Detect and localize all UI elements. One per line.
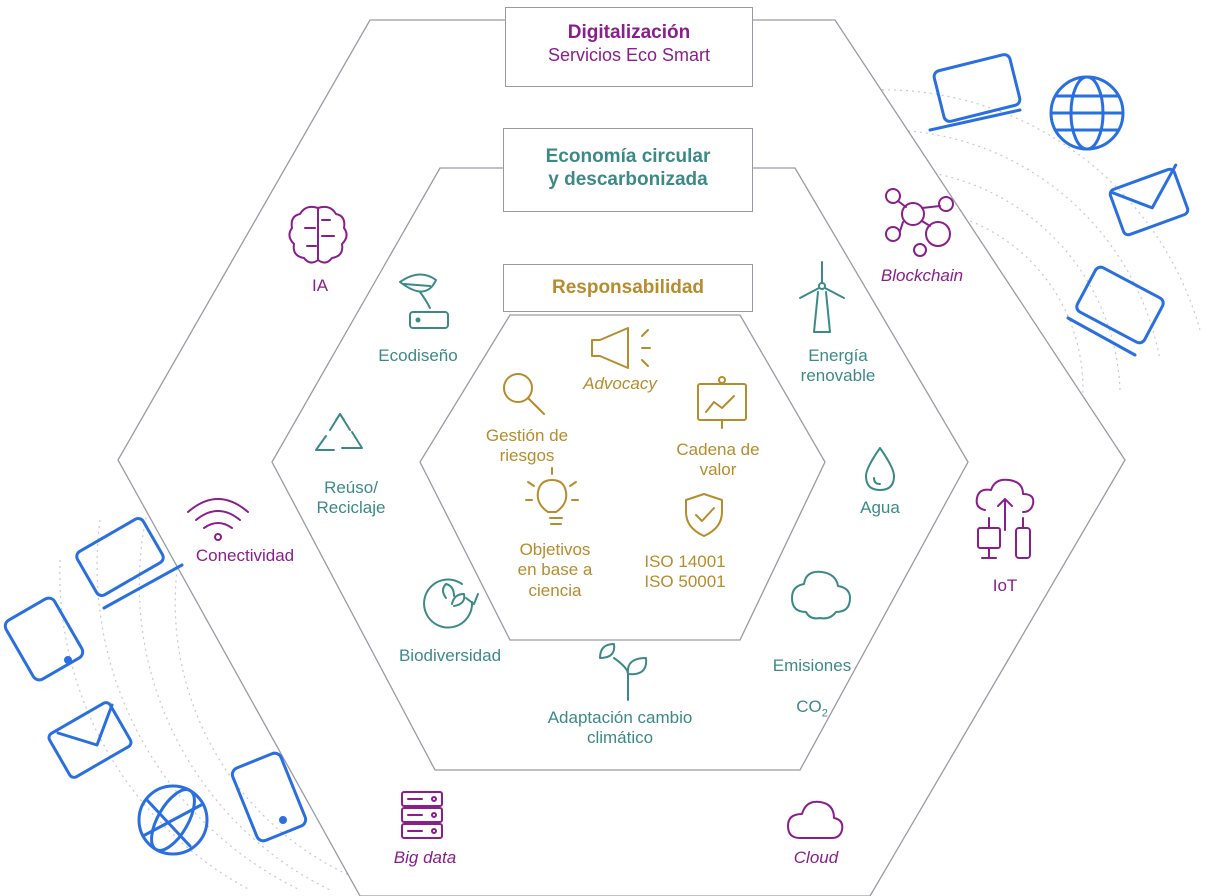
label-cadena: Cadena de valor [676,440,760,480]
inner-hexagon [419,314,826,641]
label-cloud: Cloud [793,848,839,867]
label-emisiones-subscript: 2 [821,707,828,720]
sprout-icon [599,643,648,701]
recycle-icon [315,413,363,451]
label-iot: IoT [992,576,1018,595]
outer-title: Digitalización [567,22,691,43]
middle-hexagon [271,167,969,771]
wifi-icon [187,498,249,541]
presentation-board-icon [697,376,747,429]
label-ecodiseno: Ecodiseño [378,346,458,365]
label-objetivos: Objetivos en base a ciencia [517,540,593,600]
label-emisiones: Emisiones CO2 [752,636,872,721]
label-emisiones-text: Emisiones [772,656,852,676]
label-reuso: Reúso/ Reciclaje [316,478,386,518]
globe-icon [137,784,209,856]
outer-subtitle: Servicios Eco Smart [547,44,711,65]
dotted-arcs-top-right [869,89,1201,421]
laptop-icon [1066,265,1165,357]
wind-turbine-icon [799,261,845,333]
inner-title-box: Responsabilidad [503,264,753,312]
label-iso: ISO 14001 ISO 50001 [644,552,726,592]
megaphone-icon [591,327,651,369]
tablet-icon [230,751,308,843]
envelope-icon [47,701,133,779]
middle-title-box: Economía circular y descarbonizada [503,128,753,212]
cloud-network-icon [975,478,1035,559]
middle-title: Economía circular y descarbonizada [545,146,711,190]
plant-cycle-icon [423,578,479,629]
outer-hexagon [117,19,1126,896]
laptop-icon [928,53,1022,132]
brain-icon [288,205,348,264]
shield-check-icon [685,493,723,537]
lightbulb-icon [525,467,579,525]
envelope-icon [1108,163,1190,237]
cloud-icon [787,800,844,839]
tablet-icon [3,596,85,682]
label-agua: Agua [860,498,900,517]
leaf-router-icon [399,273,449,329]
label-advocacy: Advocacy [583,374,657,393]
label-energia: Energía renovable [800,346,876,386]
globe-icon [1049,75,1125,151]
outer-title-box: Digitalización Servicios Eco Smart [505,7,753,87]
server-icon [401,791,443,839]
dotted-arcs-bottom-left [59,499,361,891]
label-ia: IA [311,276,329,295]
label-emisiones-co: CO [796,697,822,717]
laptop-icon [75,517,184,610]
label-adaptacion: Adaptación cambio climático [547,708,693,748]
label-conectividad: Conectividad [195,546,295,565]
label-big-data: Big data [393,848,457,867]
water-drop-icon [865,447,895,491]
label-blockchain: Blockchain [880,266,964,285]
magnifier-icon [503,373,545,415]
molecule-network-icon [885,188,954,257]
inner-title: Responsabilidad [551,277,705,298]
label-biodiversidad: Biodiversidad [398,646,502,665]
co2-cloud-icon [791,570,851,620]
label-gestion: Gestión de riesgos [485,426,569,466]
